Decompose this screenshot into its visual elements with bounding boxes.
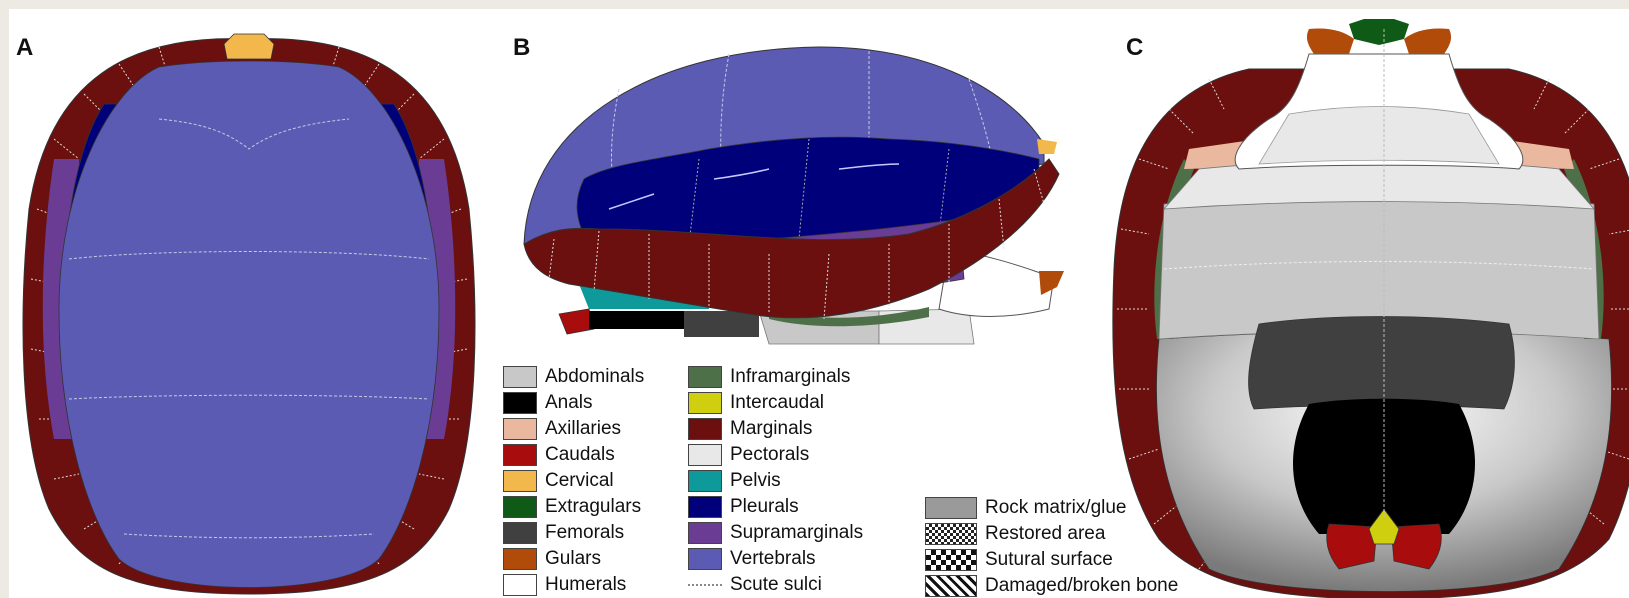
legend-label-vertebrals: Vertebrals (730, 548, 816, 570)
gulars-right-c (1404, 28, 1451, 54)
extragulars-c (1349, 19, 1409, 45)
legend-swatch-caudals (503, 444, 537, 466)
legend-swatch-femorals (503, 522, 537, 544)
humerals-inner-c (1259, 107, 1499, 165)
legend-swatch-rock-matrix-glue (925, 497, 977, 519)
legend-item-vertebrals: Vertebrals (688, 546, 863, 572)
legend-item-axillaries: Axillaries (503, 416, 644, 442)
legend-label-rock-matrix-glue: Rock matrix/glue (985, 497, 1127, 519)
legend-swatch-restored-area (925, 523, 977, 545)
legend-label-pectorals: Pectorals (730, 444, 809, 466)
legend-swatch-sutural-surface (925, 549, 977, 571)
pectorals-c (1164, 162, 1594, 210)
legend-swatch-damaged-broken-bone (925, 575, 977, 597)
legend-label-inframarginals: Inframarginals (730, 366, 850, 388)
legend-label-restored-area: Restored area (985, 523, 1105, 545)
femorals-b (684, 311, 759, 337)
legend-item-pectorals: Pectorals (688, 442, 863, 468)
legend-item-abdominals: Abdominals (503, 364, 644, 390)
anals-b (589, 311, 684, 329)
legend-label-supramarginals: Supramarginals (730, 522, 863, 544)
legend-label-cervical: Cervical (545, 470, 614, 492)
legend-item-intercaudal: Intercaudal (688, 390, 863, 416)
legend-label-abdominals: Abdominals (545, 366, 644, 388)
legend-label-marginals: Marginals (730, 418, 812, 440)
legend-item-supramarginals: Supramarginals (688, 520, 863, 546)
legend-swatch-intercaudal (688, 392, 722, 414)
legend-label-humerals: Humerals (545, 574, 626, 596)
legend-swatch-extragulars (503, 496, 537, 518)
legend-item-extragulars: Extragulars (503, 494, 644, 520)
legend-label-gulars: Gulars (545, 548, 601, 570)
legend-item-damaged-broken-bone: Damaged/broken bone (925, 573, 1178, 598)
legend-item-humerals: Humerals (503, 572, 644, 598)
legend-swatch-anals (503, 392, 537, 414)
panel-label-c: C (1126, 34, 1143, 62)
turtle-shell-figure: A B C AbdominalsAnalsAxillariesCaudalsCe… (9, 9, 1629, 598)
panel-c-ventral-view (1113, 19, 1629, 598)
legend-item-marginals: Marginals (688, 416, 863, 442)
panel-label-a: A (16, 34, 33, 62)
legend-label-anals: Anals (545, 392, 593, 414)
legend-item-inframarginals: Inframarginals (688, 364, 863, 390)
legend-label-femorals: Femorals (545, 522, 624, 544)
legend-column-3: Rock matrix/glueRestored areaSutural sur… (925, 495, 1178, 598)
legend-item-pleurals: Pleurals (688, 494, 863, 520)
cervical-b (1037, 139, 1057, 154)
legend-swatch-humerals (503, 574, 537, 596)
legend-label-axillaries: Axillaries (545, 418, 621, 440)
legend-item-gulars: Gulars (503, 546, 644, 572)
legend-label-extragulars: Extragulars (545, 496, 641, 518)
legend-swatch-vertebrals (688, 548, 722, 570)
legend-swatch-cervical (503, 470, 537, 492)
legend-swatch-supramarginals (688, 522, 722, 544)
legend-item-sutural-surface: Sutural surface (925, 547, 1178, 573)
legend-label-sutural-surface: Sutural surface (985, 549, 1113, 571)
caudals-b (559, 309, 594, 334)
legend-item-scute-sulci: Scute sulci (688, 572, 863, 598)
legend-swatch-pleurals (688, 496, 722, 518)
legend-label-intercaudal: Intercaudal (730, 392, 824, 414)
femorals-c (1249, 317, 1515, 410)
legend-item-rock-matrix-glue: Rock matrix/glue (925, 495, 1178, 521)
legend-label-pleurals: Pleurals (730, 496, 799, 518)
legend-label-caudals: Caudals (545, 444, 615, 466)
legend-label-damaged-broken-bone: Damaged/broken bone (985, 575, 1178, 597)
legend-swatch-axillaries (503, 418, 537, 440)
legend-item-femorals: Femorals (503, 520, 644, 546)
legend-swatch-gulars (503, 548, 537, 570)
panel-label-b: B (513, 34, 530, 62)
legend-swatch-pelvis (688, 470, 722, 492)
legend-item-cervical: Cervical (503, 468, 644, 494)
gulars-left-c (1307, 28, 1354, 54)
vertebrals-a (59, 61, 439, 588)
cervical-a (224, 34, 274, 59)
legend-swatch-marginals (688, 418, 722, 440)
legend-column-2: InframarginalsIntercaudalMarginalsPector… (688, 364, 863, 598)
panel-b-lateral-view (524, 47, 1064, 344)
panel-a-dorsal-view (23, 34, 475, 594)
legend-item-restored-area: Restored area (925, 521, 1178, 547)
legend-swatch-inframarginals (688, 366, 722, 388)
legend-swatch-scute-sulci (688, 584, 722, 586)
legend-item-caudals: Caudals (503, 442, 644, 468)
legend-item-anals: Anals (503, 390, 644, 416)
legend-swatch-pectorals (688, 444, 722, 466)
legend-column-1: AbdominalsAnalsAxillariesCaudalsCervical… (503, 364, 644, 598)
legend-swatch-abdominals (503, 366, 537, 388)
legend-label-scute-sulci: Scute sulci (730, 574, 822, 596)
legend-item-pelvis: Pelvis (688, 468, 863, 494)
legend-label-pelvis: Pelvis (730, 470, 781, 492)
